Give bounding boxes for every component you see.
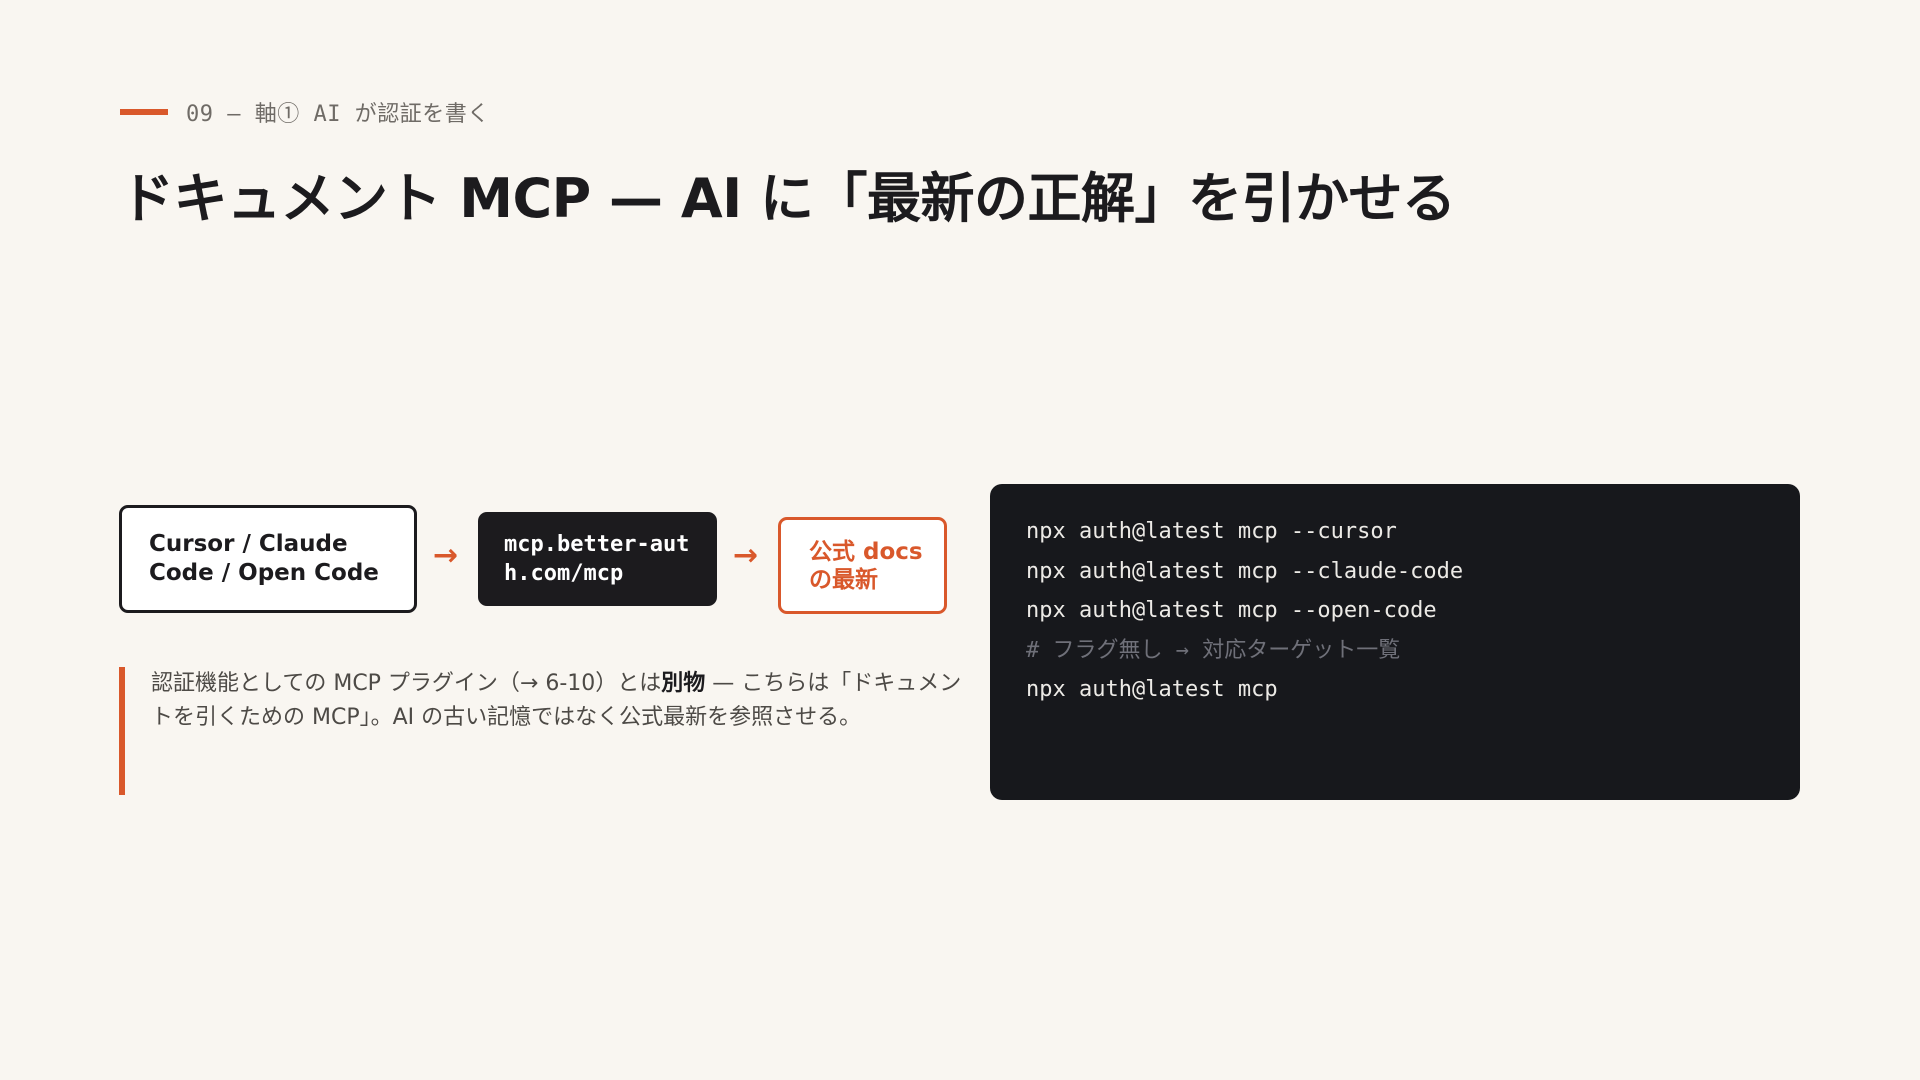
arrow-right-icon: → bbox=[433, 538, 459, 573]
page-title: ドキュメント MCP — AI に「最新の正解」を引かせる bbox=[120, 167, 1456, 230]
note-text: 認証機能としての MCP プラグイン（→ 6-10）とは別物 — こちらは「ドキ… bbox=[151, 667, 969, 735]
eyebrow-accent-bar bbox=[120, 109, 168, 115]
client-label: Cursor / Claude Code / Open Code bbox=[149, 531, 379, 586]
client-node: Cursor / Claude Code / Open Code bbox=[119, 505, 417, 613]
arrow-right-icon: → bbox=[733, 538, 759, 573]
mcp-server-node: mcp.better-auth.com/mcp bbox=[478, 512, 717, 606]
docs-label: 公式 docs の最新 bbox=[809, 538, 923, 593]
code-line: npx auth@latest mcp --cursor bbox=[1026, 519, 1397, 544]
note-text-before: 認証機能としての MCP プラグイン（→ 6-10）とは bbox=[151, 671, 662, 696]
eyebrow-text: 09 — 軸① AI が認証を書く bbox=[186, 102, 490, 127]
code-line: npx auth@latest mcp --claude-code bbox=[1026, 558, 1464, 584]
code-line: npx auth@latest mcp --open-code bbox=[1026, 598, 1437, 623]
code-comment: # フラグ無し → 対応ターゲット一覧 bbox=[1026, 637, 1401, 663]
mcp-url: mcp.better-auth.com/mcp bbox=[504, 532, 690, 586]
section-eyebrow: 09 — 軸① AI が認証を書く bbox=[120, 96, 490, 128]
docs-node: 公式 docs の最新 bbox=[778, 517, 947, 614]
note-callout: 認証機能としての MCP プラグイン（→ 6-10）とは別物 — こちらは「ドキ… bbox=[119, 667, 969, 795]
code-panel: npx auth@latest mcp --cursor npx auth@la… bbox=[990, 484, 1800, 800]
note-emphasis: 別物 bbox=[661, 671, 706, 696]
code-line: npx auth@latest mcp bbox=[1026, 677, 1278, 702]
note-text-after: — こちらは「ドキュメントを引くための MCP」。AI の古い記憶ではなく公式最… bbox=[151, 671, 962, 730]
